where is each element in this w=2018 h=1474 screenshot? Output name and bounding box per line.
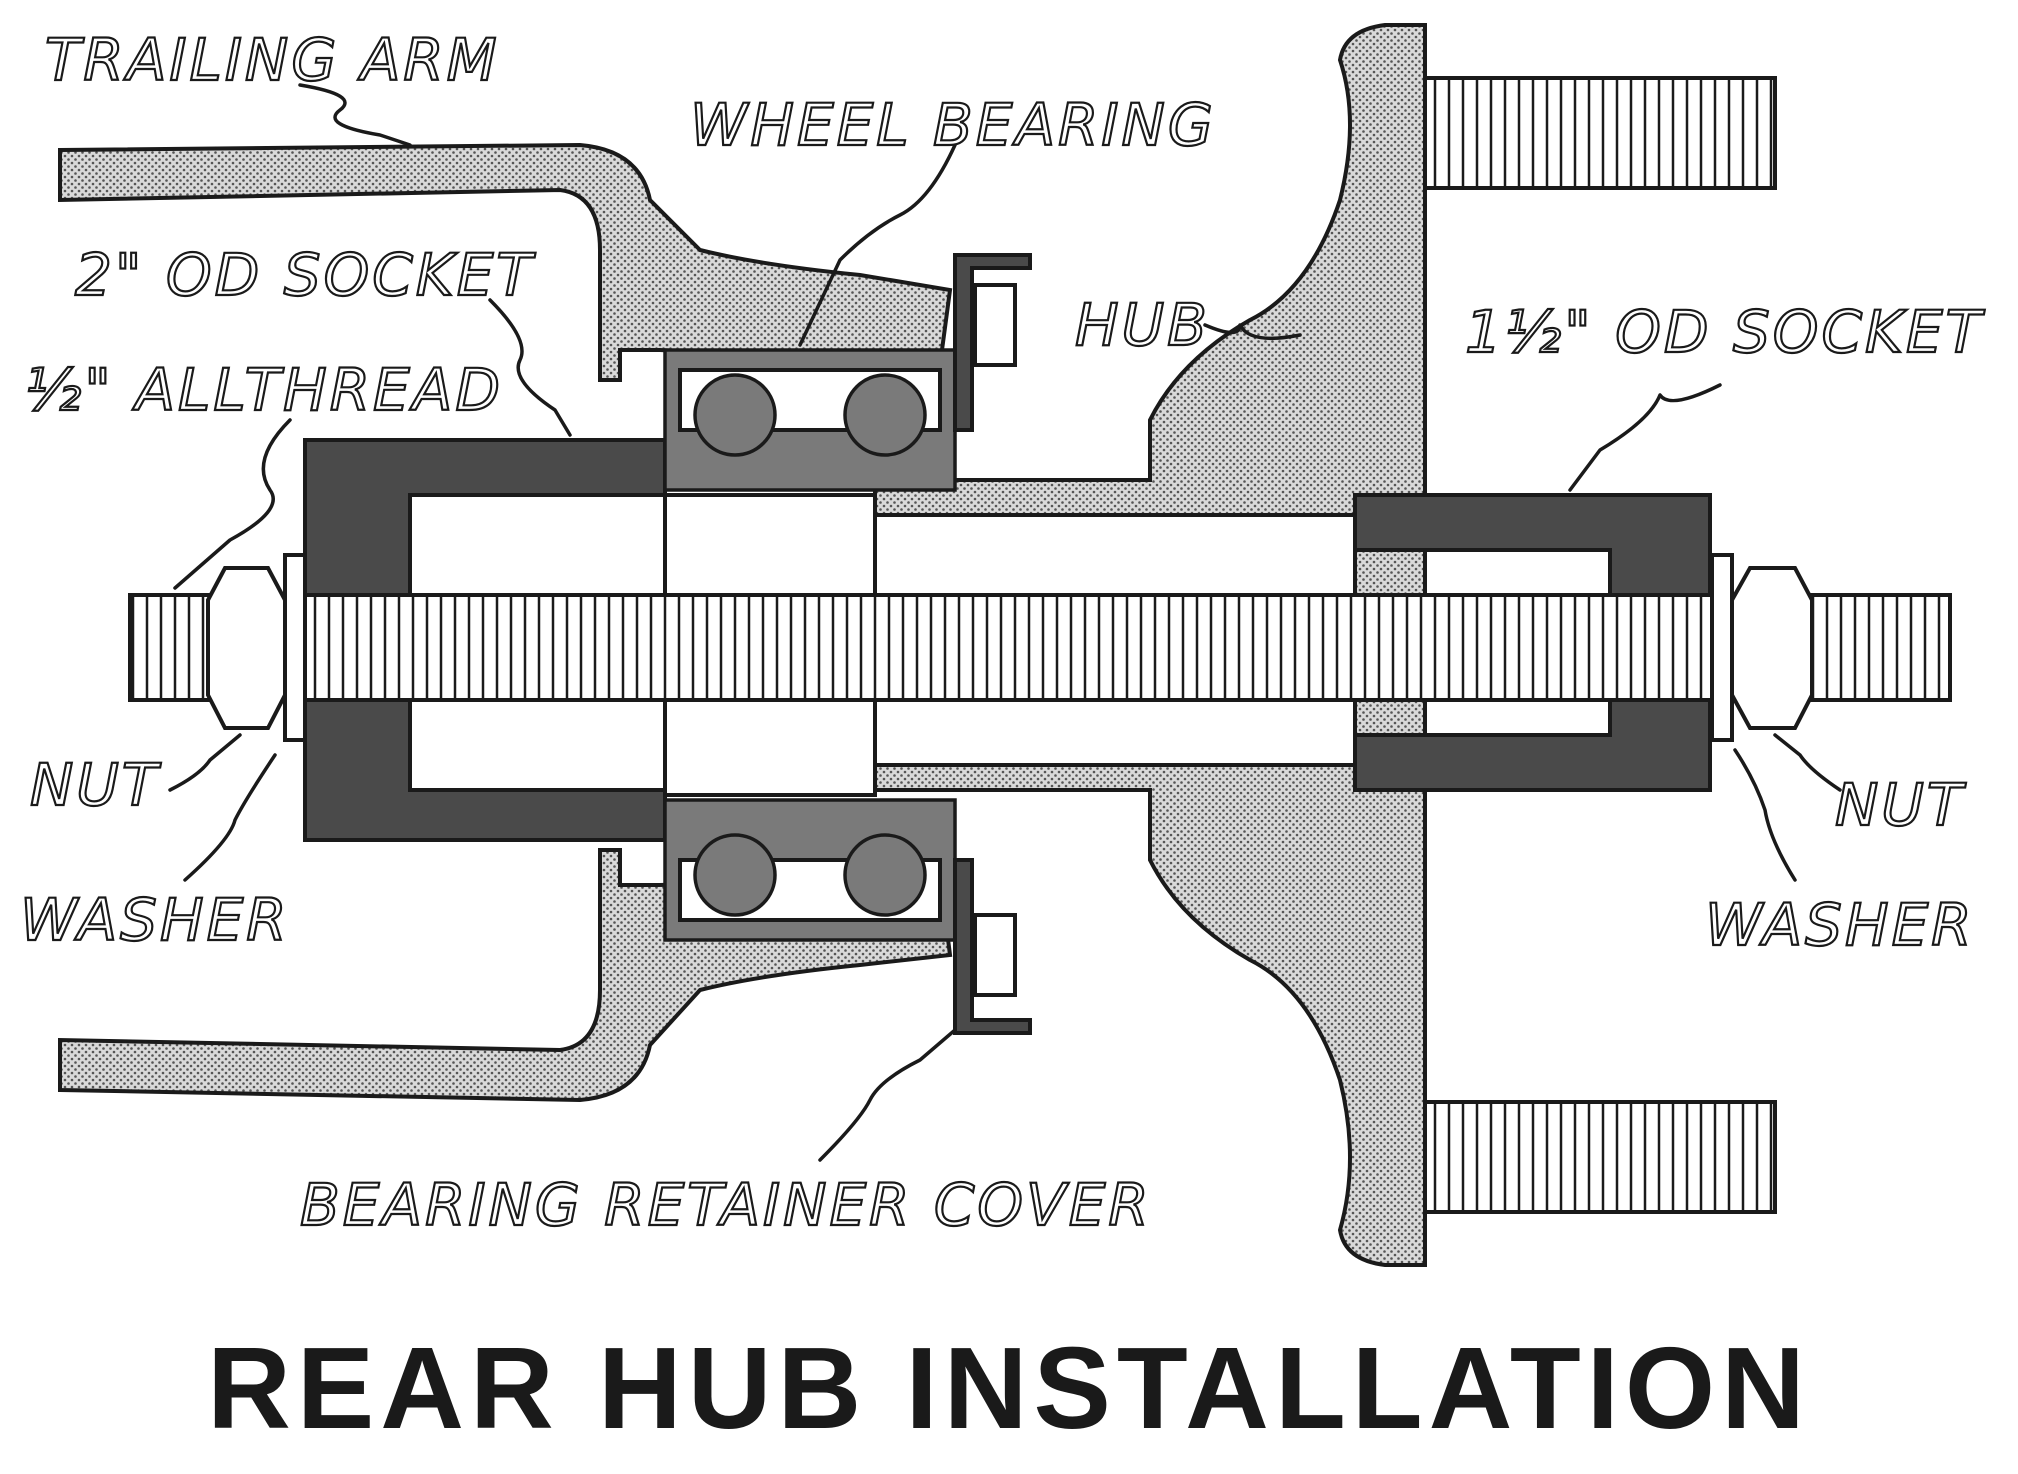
bearing-ball	[843, 373, 927, 457]
label-bearing-retainer-cover: BEARING RETAINER COVER	[300, 1171, 1152, 1239]
retainer-bolt	[973, 283, 1017, 367]
label-1-5in-socket: 1½" OD SOCKET	[1465, 298, 1986, 366]
leader-wheel-bearing	[798, 143, 957, 347]
leader-hub	[1203, 323, 1302, 341]
label-2in-socket: 2" OD SOCKET	[75, 241, 536, 309]
label-washer-right: WASHER	[1705, 891, 1975, 959]
wheel-stud-upper	[1423, 76, 1777, 190]
label-hub: HUB	[1075, 291, 1210, 359]
bearing-ball	[693, 833, 777, 917]
nut-right	[1730, 566, 1814, 730]
leader-nut-left	[168, 733, 242, 792]
leader-washer-right	[1733, 748, 1797, 882]
leader-retainer-cover	[818, 1028, 957, 1162]
bearing-ball	[843, 833, 927, 917]
washer-right	[1710, 553, 1734, 742]
washer-left	[283, 553, 307, 742]
diagram-title: REAR HUB INSTALLATION	[207, 1323, 1811, 1453]
leader-nut-right	[1773, 733, 1842, 792]
label-trailing-arm: TRAILING ARM	[45, 26, 500, 94]
label-nut-left: NUT	[30, 751, 162, 819]
label-washer-left: WASHER	[20, 886, 290, 954]
trailing-arm-upper	[58, 142, 953, 382]
bearing-ball	[693, 373, 777, 457]
label-allthread: ½" ALLTHREAD	[25, 356, 503, 424]
nut-left	[206, 566, 287, 730]
leader-allthread	[173, 418, 292, 590]
leader-1-5in-socket	[1568, 383, 1722, 492]
label-wheel-bearing: WHEEL BEARING	[690, 91, 1216, 159]
label-nut-right: NUT	[1835, 771, 1967, 839]
retainer-cover-upper	[953, 253, 1032, 432]
allthread-rod	[128, 593, 1952, 702]
wheel-stud-lower	[1423, 1100, 1777, 1214]
leader-trailing-arm	[298, 83, 412, 147]
retainer-cover-lower	[953, 858, 1032, 1035]
retainer-bolt	[973, 913, 1017, 997]
leader-2in-socket	[488, 298, 572, 437]
leader-washer-left	[183, 753, 277, 882]
